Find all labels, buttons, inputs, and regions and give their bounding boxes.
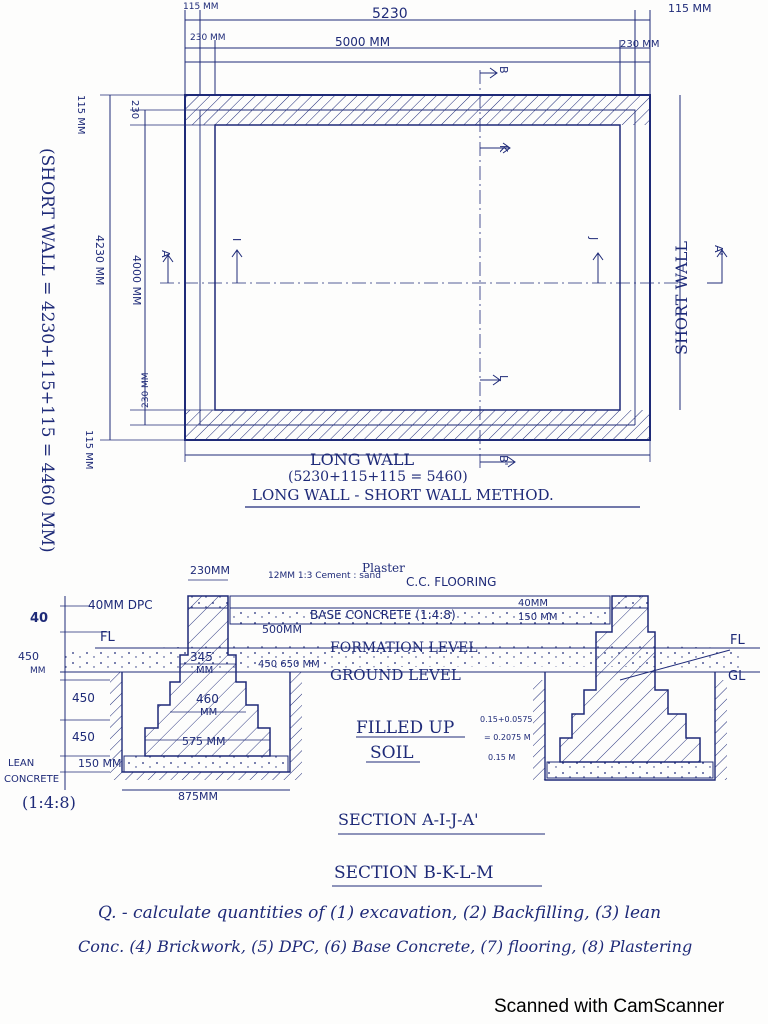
dim-450-650: 450 650 MM — [258, 659, 320, 670]
step-345: 345 — [190, 650, 213, 664]
dim-450-mid: 450 — [72, 691, 95, 705]
marker-i: I — [230, 238, 243, 241]
marker-k: K — [497, 145, 510, 153]
plaster-note: 12MM 1:3 Cement : sand — [268, 571, 381, 581]
dim-left-230-top: 230 — [129, 100, 140, 119]
calc-2: = 0.2075 M — [484, 733, 531, 742]
dim-450-top: 450 — [18, 650, 39, 663]
dim-150mm-right: 150 MM — [518, 612, 558, 623]
method-title: LONG WALL - SHORT WALL METHOD. — [252, 486, 554, 504]
marker-l: L — [497, 375, 510, 382]
base-concrete-label: BASE CONCRETE (1:4:8) — [310, 608, 456, 622]
fl-left: FL — [100, 630, 115, 645]
marker-j: J — [587, 236, 600, 240]
dim-500mm: 500MM — [262, 623, 302, 636]
long-wall-formula: (5230+115+115 = 5460) — [288, 469, 468, 485]
dim-230-right: 230 MM — [620, 39, 660, 50]
marker-b: B — [497, 66, 510, 74]
dim-450-low: 450 — [72, 730, 95, 744]
step-460: 460 — [196, 692, 219, 706]
lean-ratio: (1:4:8) — [22, 793, 76, 812]
dim-left-4000: 4000 MM — [130, 255, 143, 305]
dpc-label: 40MM DPC — [88, 598, 153, 612]
section-a-title: SECTION A-I-J-A' — [338, 810, 479, 829]
marker-a1: A' — [712, 245, 725, 256]
dim-top-outer: 5230 — [372, 6, 408, 22]
plaster-label: Plaster — [362, 561, 405, 575]
soil-label: SOIL — [370, 743, 414, 763]
scanner-watermark: Scanned with CamScanner — [494, 996, 725, 1017]
filled-up-label: FILLED UP — [356, 718, 454, 738]
calc-3: 0.15 M — [488, 753, 515, 762]
marker-a: A — [159, 250, 172, 258]
short-wall-label: SHORT WALL — [672, 241, 691, 355]
fl-right: FL — [730, 633, 745, 648]
gl-right: GL — [728, 669, 746, 684]
dim-875: 875MM — [178, 790, 218, 803]
question-line-1: Q. - calculate quantities of (1) excavat… — [98, 903, 661, 923]
section-labels: 230MM 12MM 1:3 Cement : sand Plaster C.C… — [4, 561, 746, 887]
section-b-title: SECTION B-K-L-M — [334, 863, 494, 883]
dim-left-230-bot: 230 MM — [141, 372, 151, 408]
dim-left-115-top: 115 MM — [75, 95, 86, 135]
step-345-mm: MM — [196, 665, 213, 676]
short-wall-formula: (SHORT WALL = 4230+115+115 = 4460 MM) — [37, 148, 57, 553]
dim-230mm: 230MM — [190, 564, 230, 577]
plan-drawing: 5230 5000 MM 115 MM 230 MM 115 MM 230 MM… — [37, 2, 728, 553]
question-line-2: Conc. (4) Brickwork, (5) DPC, (6) Base C… — [78, 937, 692, 956]
section-drawing — [60, 595, 760, 791]
dim-mm: MM — [30, 666, 46, 676]
formation-level: FORMATION LEVEL — [330, 640, 478, 656]
dim-115-left: 115 MM — [183, 2, 219, 12]
calc-1: 0.15+0.0575 — [480, 715, 533, 724]
step-460-mm: MM — [200, 707, 217, 718]
dpc-val: 40 — [30, 611, 48, 626]
cc-flooring-label: C.C. FLOORING — [406, 575, 496, 589]
ground-level: GROUND LEVEL — [330, 666, 461, 684]
dim-115-right: 115 MM — [668, 2, 711, 15]
lean-concrete-label-2: CONCRETE — [4, 774, 59, 785]
long-wall-label: LONG WALL — [310, 450, 414, 469]
dim-150mm: 150 MM — [78, 757, 121, 770]
dim-left-115-bot: 115 MM — [83, 430, 94, 470]
dim-top-inner: 5000 MM — [335, 35, 390, 49]
lean-concrete-label: LEAN — [8, 758, 34, 769]
marker-b2: B' — [497, 455, 510, 466]
dim-left-4230: 4230 MM — [93, 235, 106, 285]
dim-40mm: 40MM — [518, 598, 548, 609]
step-575: 575 MM — [182, 735, 225, 748]
question-block: Q. - calculate quantities of (1) excavat… — [78, 903, 692, 956]
dim-230-left: 230 MM — [190, 33, 226, 43]
